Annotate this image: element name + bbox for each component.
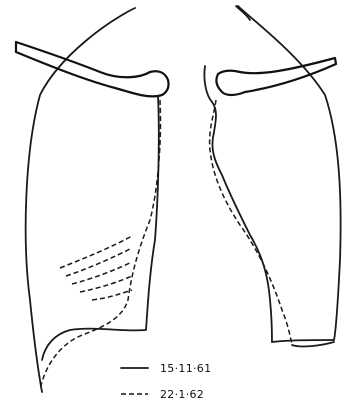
left-lower-markings: [60, 236, 132, 300]
marking-line: [72, 262, 132, 284]
right-lower-edge: [292, 342, 334, 346]
left-clavicle: [16, 42, 169, 96]
right-diaphragm: [272, 340, 334, 342]
left-lung-border-solid: [42, 96, 159, 360]
legend: 15·11·61 22·1·62: [121, 362, 211, 401]
neck-right: [236, 6, 250, 20]
legend-label-dashed: 22·1·62: [160, 388, 204, 401]
marking-line: [92, 290, 132, 300]
right-lung-border-solid: [204, 66, 272, 342]
marking-line: [60, 236, 132, 268]
right-lung-border-dashed: [210, 100, 292, 345]
right-clavicle: [216, 58, 336, 95]
right-chest-wall: [238, 6, 341, 340]
marking-line: [80, 276, 132, 292]
legend-label-solid: 15·11·61: [160, 362, 211, 375]
left-lung-border-dashed: [40, 100, 161, 390]
